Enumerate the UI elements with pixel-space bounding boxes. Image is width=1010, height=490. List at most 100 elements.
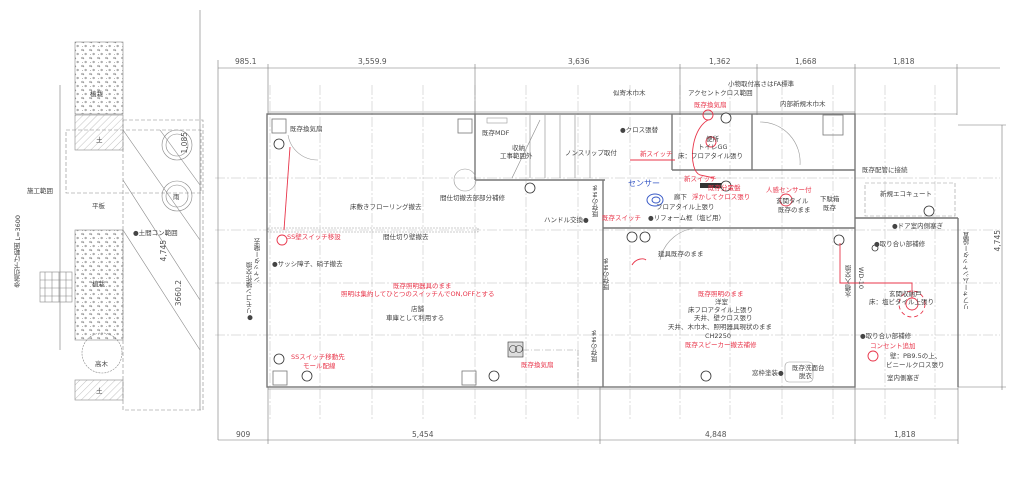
note-toilet-2: トイレGG bbox=[698, 143, 728, 151]
note-outlet: コンセント追加 bbox=[870, 342, 916, 350]
dimension-lines bbox=[59, 10, 1006, 444]
note-shoebox-2: 既存 bbox=[823, 204, 836, 212]
note-mdf: 既存MDF bbox=[482, 129, 510, 137]
dim-bottom-1: 909 bbox=[236, 430, 251, 439]
note-corridor-floor: フロアタイル上張り bbox=[656, 203, 715, 211]
dim-bottom-2: 5,454 bbox=[412, 430, 434, 439]
stairs bbox=[511, 115, 591, 179]
note-shutter-remove: シャッター撤去 bbox=[254, 238, 262, 284]
note-new-baseboard: 内部新規木巾木 bbox=[780, 100, 826, 108]
note-fan-bottom: 既存換気扇 bbox=[521, 361, 554, 369]
note-nonslip: ノンスリップ取付 bbox=[565, 149, 617, 157]
note-joint-repair-1: ●取り合い部補修 bbox=[874, 240, 926, 248]
planting-top-label: 植栽 bbox=[90, 90, 103, 98]
note-washbasin-2: 脱衣 bbox=[799, 372, 812, 380]
note-float-cloth: 浮かしてクロス張り bbox=[692, 193, 751, 201]
note-pipe-connect: 既存配管に接続 bbox=[862, 166, 908, 174]
note-panel: 既存分電盤 bbox=[708, 184, 741, 192]
dim-left-2: 4,745 bbox=[159, 240, 168, 262]
note-joint-repair-2: ●取り合い部補修 bbox=[860, 332, 912, 340]
note-wall-2: ビニールクロス張り bbox=[886, 361, 945, 369]
dim-right: 4,745 bbox=[993, 230, 1002, 252]
note-western-floor: 床フロアタイル上張り bbox=[688, 306, 753, 314]
construction-range-label: 施工範囲 bbox=[27, 187, 53, 195]
note-handle: ハンドル交換● bbox=[544, 216, 589, 224]
note-entrance-tile-1: 玄関タイル bbox=[776, 197, 809, 205]
note-partition-remove: 間仕切り壁撤去 bbox=[383, 233, 429, 241]
note-accent-cloth: アクセントクロス範囲 bbox=[688, 89, 753, 97]
note-sash: ●サッシ障子、硝子撤去 bbox=[272, 260, 343, 268]
note-entrance-tile-2: 既存のまま bbox=[778, 206, 811, 214]
note-entrance-floor: 床：塩ビタイル上張り bbox=[869, 298, 934, 306]
note-fan-toilet: 既存換気扇 bbox=[694, 101, 727, 109]
note-ss-dest-1: SSスイッチ移動先 bbox=[291, 353, 345, 361]
note-washbasin-1: 既存洗面台 bbox=[792, 364, 825, 372]
dim-top-3: 3,636 bbox=[568, 57, 590, 66]
note-wd: WD-10 bbox=[857, 267, 865, 290]
paving-label: 平板 bbox=[92, 202, 105, 210]
soil-top-label: 土 bbox=[96, 136, 103, 144]
note-reform-frame: ●リフォーム框（塩ビ用） bbox=[648, 214, 725, 222]
note-existing-fan: 既存換気扇 bbox=[290, 125, 323, 133]
note-cloth-replace: ●クロス張替 bbox=[620, 126, 659, 134]
dim-left-1: 1,085 bbox=[180, 132, 189, 154]
sidewalk-label: 歩道切下げ範囲 L=3600 bbox=[14, 215, 22, 289]
dim-top-5: 1,668 bbox=[795, 57, 817, 66]
dim-top-2: 3,559.9 bbox=[358, 57, 387, 66]
planting-label: 植栽 bbox=[92, 280, 105, 288]
note-lighting-keep: 既存照明器具のまま bbox=[393, 282, 452, 290]
note-ch: CH2250 bbox=[705, 332, 731, 340]
note-out-of-scope: 工事範囲外 bbox=[500, 152, 533, 160]
note-toilet-1: 便所 bbox=[706, 135, 719, 143]
note-new-switch-2: 新スイッチ bbox=[684, 175, 717, 183]
note-keep-1: 既存のまま bbox=[592, 185, 600, 218]
note-ss-switch-move: SS壁スイッチ移設 bbox=[287, 233, 341, 241]
door-swings bbox=[267, 117, 956, 385]
note-existing-switch: 既存スイッチ bbox=[602, 214, 641, 222]
note-new-switch-1: 新スイッチ bbox=[640, 150, 673, 158]
note-motion-sensor: 人感センサー付 bbox=[766, 186, 812, 194]
red-wiring bbox=[276, 109, 926, 362]
grid-lines bbox=[215, 85, 1000, 420]
note-remote: ●リモコン操作交換 bbox=[246, 262, 254, 322]
note-shoebox-1: 下駄箱 bbox=[820, 195, 840, 203]
dim-top-6: 1,818 bbox=[893, 57, 915, 66]
note-western-wall: 天井、壁クロス張り bbox=[694, 314, 753, 322]
site-exterior bbox=[39, 41, 204, 411]
dim-top-1: 985.1 bbox=[235, 57, 257, 66]
dim-bottom-3: 4,848 bbox=[705, 430, 727, 439]
note-partition-repair: 間仕切撤去部部分補修 bbox=[440, 194, 505, 202]
dim-left-3: 3660.2 bbox=[174, 280, 183, 307]
walls bbox=[266, 111, 959, 390]
note-keep-3: 既存のまま bbox=[603, 258, 611, 291]
note-door-keep: 建具既存のまま bbox=[658, 250, 704, 258]
concrete-label: ●土間コン範囲 bbox=[133, 229, 178, 237]
note-water-heater: 水槽入交換 bbox=[845, 265, 853, 298]
soil-bottom-label: 土 bbox=[96, 387, 103, 395]
note-door-close: ●ドア室内側塞ぎ bbox=[892, 222, 944, 230]
tall-tree-label: 高木 bbox=[95, 360, 108, 368]
note-shutter-install: リフォームシャッター設置 bbox=[963, 232, 971, 310]
note-keep-2: 既存のまま bbox=[591, 330, 599, 363]
note-garage: 車庫として利用する bbox=[386, 314, 445, 322]
note-corridor: 廊下 bbox=[674, 193, 687, 201]
note-shop: 店舗 bbox=[411, 305, 424, 313]
note-western-light: 既存照明のまま bbox=[698, 290, 744, 298]
note-baseboard-similar: 似寄木巾木 bbox=[613, 89, 646, 97]
note-ecocute: 新規エコキュート bbox=[880, 190, 932, 198]
note-western: 洋室 bbox=[715, 298, 728, 306]
note-storage: 収納 bbox=[512, 144, 525, 152]
note-sensor: センサー bbox=[628, 179, 660, 188]
rain-label: 雨 bbox=[173, 193, 180, 201]
note-western-ceiling: 天井、木巾木、照明器具現状のまま bbox=[668, 323, 772, 331]
note-speaker: 既存スピーカー撤去補修 bbox=[685, 341, 757, 349]
note-lighting-one-switch: 照明は集約してひとつのスイッチんでON,OFFとする bbox=[341, 290, 495, 298]
note-indoor-close: 室内側塞ぎ bbox=[887, 374, 920, 382]
note-toilet-floor: 床：フロアタイル張り bbox=[678, 152, 743, 160]
dim-top-4: 1,362 bbox=[709, 57, 731, 66]
note-flooring-remove: 床敷きフローリング撤去 bbox=[350, 203, 422, 211]
light-fixtures bbox=[273, 112, 935, 382]
note-window-paint: 窓枠塗装● bbox=[752, 369, 784, 377]
sensor-symbol bbox=[646, 193, 664, 207]
